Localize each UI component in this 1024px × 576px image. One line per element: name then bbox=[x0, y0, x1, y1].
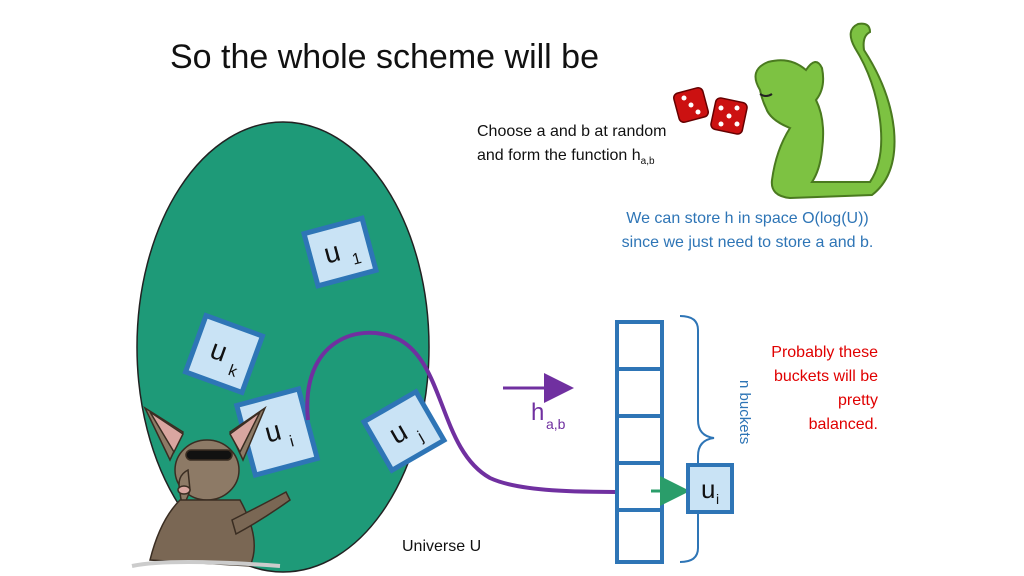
buckets-label: n buckets bbox=[736, 380, 753, 444]
element-ui-sub: i bbox=[288, 433, 296, 450]
slide-title: So the whole scheme will be bbox=[170, 38, 600, 76]
dice-icon bbox=[673, 87, 748, 135]
hash-sub: a,b bbox=[546, 416, 566, 432]
storage-note: We can store h in space O(log(U)) since … bbox=[621, 210, 874, 251]
bucket bbox=[615, 508, 664, 564]
choose-text: Choose a and b at random and form the fu… bbox=[477, 120, 666, 174]
element-u1: u 1 bbox=[300, 215, 380, 289]
bucket-array bbox=[615, 320, 664, 564]
element-uk: u k bbox=[182, 312, 266, 396]
element-uj: u j bbox=[360, 388, 448, 474]
element-ui-label: u bbox=[261, 415, 284, 449]
bucket bbox=[615, 414, 664, 465]
element-u1-sub: 1 bbox=[350, 250, 363, 269]
bucket-element-label: u bbox=[701, 474, 715, 504]
choose-line-2: and form the function ha,b bbox=[477, 144, 666, 174]
choose-line-2-prefix: and form the function h bbox=[477, 147, 641, 164]
choose-line-2-sub: a,b bbox=[640, 156, 655, 168]
element-u1-label: u bbox=[320, 236, 343, 270]
bucket bbox=[615, 461, 664, 512]
buckets-brace bbox=[679, 315, 715, 563]
bucket-element-sub: i bbox=[716, 491, 719, 507]
bucket-element-ui: u i bbox=[686, 463, 734, 514]
bucket bbox=[615, 320, 664, 371]
bucket bbox=[615, 367, 664, 418]
hash-label: h bbox=[531, 399, 544, 426]
balance-note: Probably these buckets will be pretty ba… bbox=[771, 344, 878, 433]
aardvark-icon bbox=[131, 405, 291, 568]
universe-label: Universe U bbox=[402, 538, 482, 555]
cat-icon bbox=[754, 22, 896, 200]
element-ui: u i bbox=[233, 385, 321, 479]
choose-line-1: Choose a and b at random bbox=[477, 123, 667, 140]
mapping-curve bbox=[305, 330, 629, 494]
